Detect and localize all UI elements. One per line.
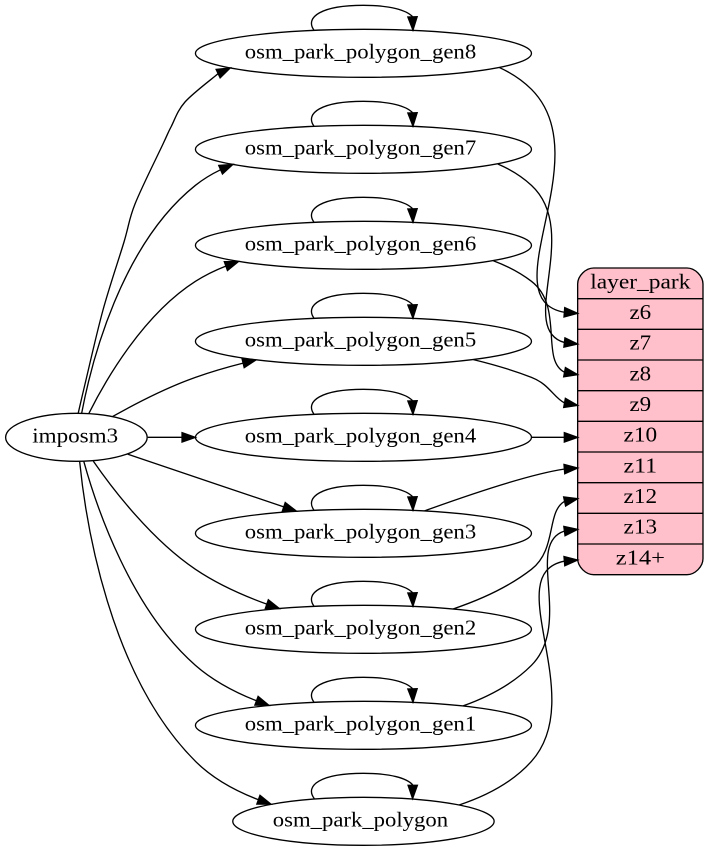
svg-text:osm_park_polygon_gen5: osm_park_polygon_gen5 xyxy=(245,327,477,351)
svg-text:z10: z10 xyxy=(624,423,658,447)
svg-text:osm_park_polygon: osm_park_polygon xyxy=(273,807,449,831)
svg-text:osm_park_polygon_gen8: osm_park_polygon_gen8 xyxy=(245,39,477,63)
svg-text:osm_park_polygon_gen7: osm_park_polygon_gen7 xyxy=(245,135,477,159)
svg-text:z14+: z14+ xyxy=(616,545,665,569)
svg-text:z9: z9 xyxy=(629,392,651,416)
svg-text:z7: z7 xyxy=(629,331,651,355)
svg-text:z12: z12 xyxy=(624,484,658,508)
svg-text:osm_park_polygon_gen6: osm_park_polygon_gen6 xyxy=(245,231,477,255)
svg-text:z13: z13 xyxy=(624,515,658,539)
svg-text:imposm3: imposm3 xyxy=(32,423,118,447)
svg-text:osm_park_polygon_gen4: osm_park_polygon_gen4 xyxy=(245,423,477,447)
svg-text:z11: z11 xyxy=(624,453,658,477)
svg-text:layer_park: layer_park xyxy=(590,269,691,293)
svg-text:z6: z6 xyxy=(629,300,651,324)
svg-text:osm_park_polygon_gen2: osm_park_polygon_gen2 xyxy=(245,615,477,639)
svg-text:osm_park_polygon_gen1: osm_park_polygon_gen1 xyxy=(245,711,477,735)
svg-text:osm_park_polygon_gen3: osm_park_polygon_gen3 xyxy=(245,519,477,543)
svg-text:z8: z8 xyxy=(629,361,651,385)
